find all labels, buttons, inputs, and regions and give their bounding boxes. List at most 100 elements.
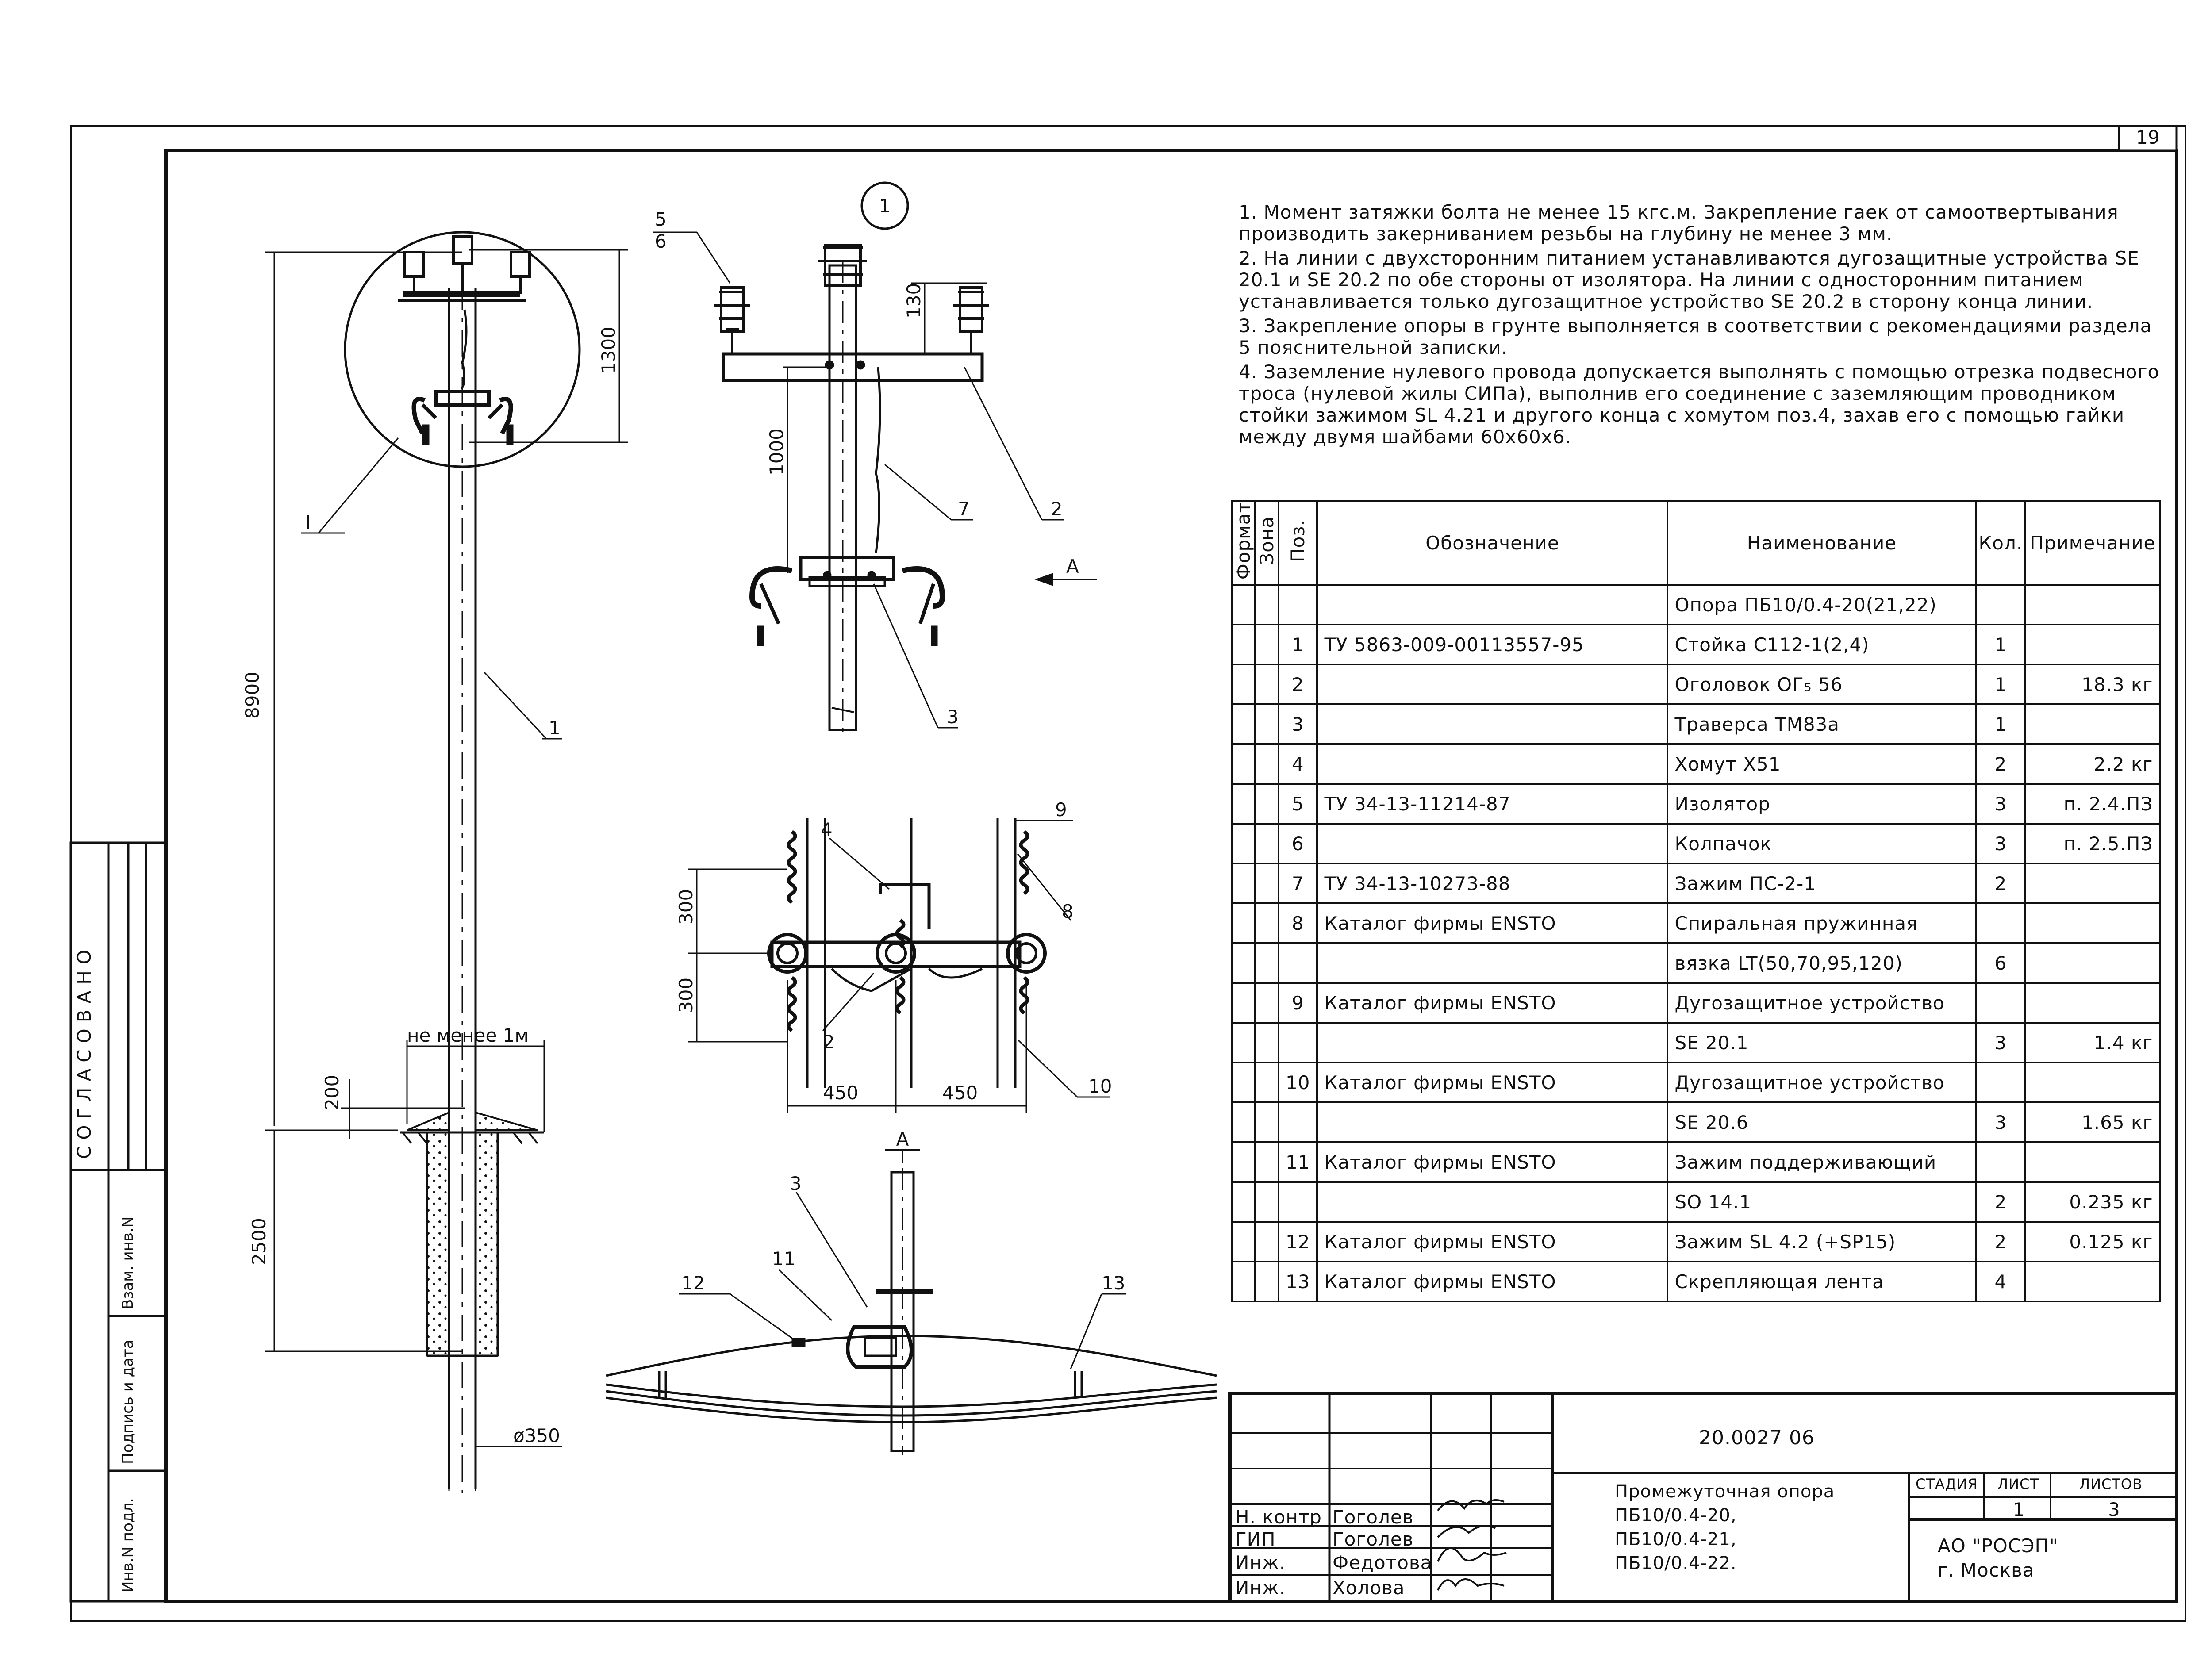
hdr-format: Формат: [1233, 502, 1254, 580]
cell-qty: 1: [1975, 703, 2027, 745]
cell-zone: [1254, 703, 1279, 745]
cell-pos: 1: [1277, 624, 1318, 666]
callout-sec-13: 13: [1102, 1272, 1125, 1294]
cell-zone: [1254, 584, 1279, 626]
cell-zone: [1254, 902, 1279, 944]
cell-format: [1231, 942, 1256, 984]
callout-sec-12: 12: [681, 1272, 705, 1294]
doc-number: 20.0027 06: [1699, 1427, 1815, 1449]
cell-pos: [1277, 584, 1318, 626]
cell-pos: 7: [1277, 863, 1318, 905]
plan-view: [688, 818, 1110, 1113]
callout-sec-3: 3: [790, 1173, 802, 1194]
cell-pos: [1277, 1022, 1318, 1064]
cell-note: 2.2 кг: [2024, 743, 2161, 785]
cell-qty: [1975, 982, 2027, 1024]
section-label: А: [896, 1128, 909, 1150]
cell-format: [1231, 1101, 1256, 1143]
dim-top-zone: 1300: [598, 326, 619, 374]
pole-elevation: [265, 231, 628, 1493]
cell-pos: 11: [1277, 1141, 1318, 1183]
cell-pos: 12: [1277, 1221, 1318, 1263]
cell-zone: [1254, 1022, 1279, 1064]
cell-name: Дугозащитное устройство: [1667, 982, 1977, 1024]
cell-qty: 3: [1975, 783, 2027, 825]
cell-designation: [1316, 703, 1669, 745]
cell-format: [1231, 863, 1256, 905]
cell-note: 0.235 кг: [2024, 1181, 2161, 1223]
cell-zone: [1254, 1261, 1279, 1303]
cell-zone: [1254, 1062, 1279, 1104]
cell-designation: [1316, 743, 1669, 785]
note-4: 4. Заземление нулевого провода допускает…: [1239, 361, 2160, 448]
callout-plan-2: 2: [823, 1031, 835, 1053]
dim-insulator-offset: 130: [903, 283, 925, 318]
cell-name: SE 20.1: [1667, 1022, 1977, 1064]
cell-qty: 1: [1975, 624, 2027, 666]
page-number: 19: [2136, 127, 2159, 148]
cell-zone: [1254, 1101, 1279, 1143]
detail-circle: [344, 231, 581, 468]
cell-qty: 3: [1975, 1022, 2027, 1064]
cell-zone: [1254, 942, 1279, 984]
cell-pos: 2: [1277, 664, 1318, 706]
hdr-name: Наименование: [1667, 499, 1977, 586]
cell-pos: [1277, 942, 1318, 984]
head-detail: [653, 181, 1097, 734]
cell-note: [2024, 624, 2161, 666]
page-number-box: [2118, 125, 2178, 152]
stage-label: СТАДИЯ: [1916, 1476, 1978, 1492]
cell-name: Зажим поддерживающий: [1667, 1141, 1977, 1183]
callout-1: 1: [549, 717, 561, 739]
cell-designation: [1316, 1022, 1669, 1064]
section-a: [606, 1149, 1217, 1455]
cell-zone: [1254, 624, 1279, 666]
hdr-note: Примечание: [2024, 499, 2161, 586]
callout-7: 7: [958, 498, 970, 520]
cell-note: [2024, 1261, 2161, 1303]
title-line-4: ПБ10/0.4-22.: [1615, 1553, 1737, 1573]
sheet-value: 1: [2013, 1499, 2025, 1520]
cell-format: [1231, 664, 1256, 706]
cell-designation: Каталог фирмы ENSTO: [1316, 982, 1669, 1024]
hdr-zone: Зона: [1256, 516, 1278, 565]
cell-name: SO 14.1: [1667, 1181, 1977, 1223]
cell-pos: [1277, 1181, 1318, 1223]
cell-qty: [1975, 1141, 2027, 1183]
cell-qty: [1975, 584, 2027, 626]
cell-designation: Каталог фирмы ENSTO: [1316, 1221, 1669, 1263]
sheets-label: ЛИСТОВ: [2079, 1476, 2143, 1492]
cell-name: вязка LT(50,70,95,120): [1667, 942, 1977, 984]
spec-row: вязка LT(50,70,95,120)6: [1231, 942, 2161, 984]
cell-zone: [1254, 863, 1279, 905]
signer-role-1: Н. контр: [1235, 1506, 1322, 1528]
cell-pos: 10: [1277, 1062, 1318, 1104]
cell-name: Траверса ТМ83а: [1667, 703, 1977, 745]
callout-plan-8: 8: [1062, 901, 1074, 922]
cell-qty: 1: [1975, 664, 2027, 706]
cell-pos: 6: [1277, 823, 1318, 865]
title-line-1: Промежуточная опора: [1615, 1481, 1835, 1502]
section-marker: I: [305, 511, 311, 533]
stamp-original: Инв.N подл.: [119, 1498, 137, 1592]
signer-role-2: ГИП: [1235, 1528, 1276, 1550]
cell-note: п. 2.4.ПЗ: [2024, 783, 2161, 825]
cell-note: [2024, 584, 2161, 626]
cell-designation: Каталог фирмы ENSTO: [1316, 1062, 1669, 1104]
cell-note: [2024, 982, 2161, 1024]
cell-note: п. 2.5.ПЗ: [2024, 823, 2161, 865]
cell-format: [1231, 743, 1256, 785]
dim-left-450: 450: [823, 1082, 858, 1104]
cell-note: 1.4 кг: [2024, 1022, 2161, 1064]
cell-note: 1.65 кг: [2024, 1101, 2161, 1143]
cell-format: [1231, 1221, 1256, 1263]
dim-min-distance: не менее 1м: [407, 1024, 529, 1046]
agreed-label: СОГЛАСОВАНО: [73, 944, 95, 1159]
cell-name: Спиральная пружинная: [1667, 902, 1977, 944]
cell-name: Зажим SL 4.2 (+SP15): [1667, 1221, 1977, 1263]
